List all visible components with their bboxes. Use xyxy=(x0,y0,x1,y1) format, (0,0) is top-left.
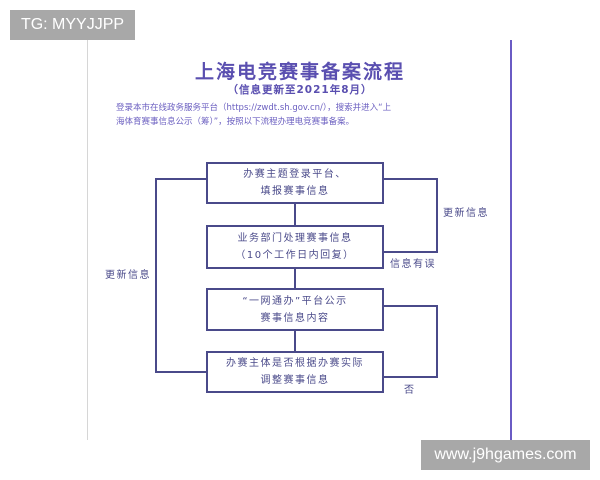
page-subtitle: （信息更新至2021年8月） xyxy=(227,84,373,96)
label-update-info-right: 更新信息 xyxy=(443,208,489,219)
flow-step-2: 业务部门处理赛事信息 （10个工作日内回复） xyxy=(206,225,384,269)
flow-step-3: “一网通办”平台公示 赛事信息内容 xyxy=(206,288,384,331)
watermark-top-left: TG: MYYJJPP xyxy=(10,10,135,40)
loop-left-top xyxy=(155,178,206,180)
connector-3-4 xyxy=(294,330,296,352)
flow-step-1-line2: 填报赛事信息 xyxy=(260,186,330,197)
connector-1-2 xyxy=(294,203,296,226)
flow-step-3-line1: “一网通办”平台公示 xyxy=(242,295,348,307)
label-no: 否 xyxy=(404,385,416,396)
flow-step-1: 办赛主题登录平台、 填报赛事信息 xyxy=(206,162,384,204)
flow-step-4: 办赛主体是否根据办赛实际 调整赛事信息 xyxy=(206,351,384,393)
loop-upper-bottom xyxy=(384,251,438,253)
page-title: 上海电竞赛事备案流程 xyxy=(194,61,405,83)
right-accent-line xyxy=(510,40,512,440)
flow-step-1-line1: 办赛主题登录平台、 xyxy=(243,169,347,180)
loop-left-vertical xyxy=(155,178,157,373)
watermark-bottom-right: www.j9hgames.com xyxy=(421,440,590,470)
loop-lower-bottom xyxy=(384,376,438,378)
flow-step-4-line1: 办赛主体是否根据办赛实际 xyxy=(226,358,364,369)
label-update-info-left: 更新信息 xyxy=(105,270,151,281)
loop-left-bottom xyxy=(155,371,206,373)
loop-lower-top xyxy=(384,305,437,307)
label-info-error: 信息有误 xyxy=(390,259,436,270)
flow-step-2-line1: 业务部门处理赛事信息 xyxy=(237,233,353,244)
loop-upper-top xyxy=(384,178,437,180)
loop-lower-vertical xyxy=(436,305,438,378)
flow-step-4-line2: 调整赛事信息 xyxy=(260,375,330,386)
intro-text: 登录本市在线政务服务平台（https://zwdt.sh.gov.cn/），搜索… xyxy=(116,103,392,127)
connector-2-3 xyxy=(294,268,296,289)
flow-step-3-line2: 赛事信息内容 xyxy=(260,312,330,324)
flow-step-2-line2: （10个工作日内回复） xyxy=(235,250,355,261)
left-border-line xyxy=(87,40,88,440)
loop-upper-vertical xyxy=(436,178,438,252)
